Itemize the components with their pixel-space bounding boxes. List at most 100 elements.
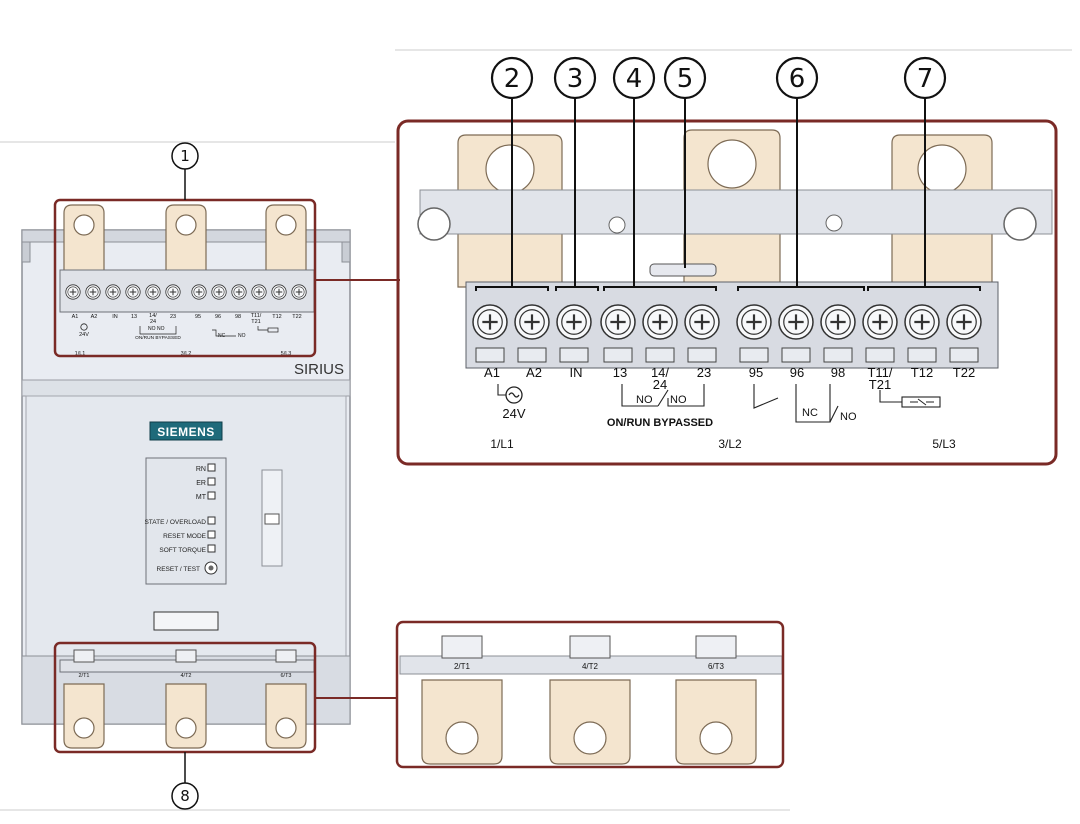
large-terminal-label-10: 98 — [831, 365, 845, 380]
small-phase-4t2: 4/T2 — [180, 673, 191, 679]
large-terminal-tab-9 — [823, 347, 853, 363]
large-terminal-5-slot — [652, 314, 668, 330]
callout-1-circle — [171, 142, 199, 170]
large-terminal-4-ring — [605, 309, 631, 335]
large-terminal-7-slot — [746, 314, 762, 330]
busbar-bottom-large-2-hole — [573, 721, 607, 755]
small-terminal-3-ring — [107, 286, 119, 298]
large-terminal-tab-8 — [781, 347, 811, 363]
small-terminal-label-5: 14/ — [149, 313, 157, 319]
small-bottom-clamp-1 — [73, 649, 95, 663]
callout-8-label: 8 — [180, 787, 190, 805]
led-rn-label: RN — [196, 466, 206, 473]
small-terminal-5-slot — [149, 288, 157, 296]
led-er-indicator — [207, 477, 216, 486]
callout-7-label: 7 — [917, 64, 934, 94]
busbar-top-large-1-hole — [485, 144, 535, 194]
small-bottom-clamp-3 — [275, 649, 297, 663]
busbar-bottom-small-3-hole — [275, 717, 297, 739]
large-terminal-screws — [472, 286, 982, 363]
large-phase-6t3: 6/T3 — [708, 662, 725, 671]
small-terminal-4-ring — [127, 286, 139, 298]
large-terminal-1-slot — [482, 314, 498, 330]
small-terminal-1-slot — [69, 288, 77, 296]
small-terminal-7-slot — [195, 288, 203, 296]
large-terminal-8-ring — [783, 309, 809, 335]
large-terminal-12-slot — [956, 314, 972, 330]
zoom-frame-top — [396, 119, 1058, 466]
large-terminal-6-slot — [694, 314, 710, 330]
large-terminal-label-7: 23 — [697, 365, 711, 380]
large-terminal-label-11: T11/ — [867, 365, 892, 380]
large-terminal-5-ring — [647, 309, 673, 335]
large-phase-5l3: 5/L3 — [932, 437, 956, 451]
large-terminal-label-8: 95 — [749, 365, 763, 380]
small-phase-6t3: 6/T3 — [280, 673, 291, 679]
large-terminal-6-ring — [689, 309, 715, 335]
soft-torque-button[interactable] — [207, 544, 216, 553]
small-terminal-3-slot — [109, 288, 117, 296]
large-phase-2t1: 2/T1 — [454, 662, 471, 671]
large-nc-label: NC — [802, 407, 818, 419]
busbar-bottom-small-1-hole — [73, 717, 95, 739]
zoom-frame-bottom — [395, 620, 785, 769]
large-phase-4t2: 4/T2 — [582, 662, 599, 671]
large-terminal-label-13: T12 — [911, 365, 933, 380]
large-terminal-tab-6 — [687, 347, 717, 363]
small-supply-label: 24V — [79, 332, 89, 338]
small-terminal-label-3: IN — [112, 314, 118, 320]
small-terminal-9-ring — [233, 286, 245, 298]
large-group-bracket-2 — [555, 286, 599, 291]
callout-6-circle — [775, 56, 819, 100]
small-phase-2t1: 2/T1 — [78, 673, 89, 679]
brand-plate: SIEMENS — [149, 421, 223, 441]
large-terminal-label-9: 96 — [790, 365, 804, 380]
busbar-bottom-large-1-hole — [445, 721, 479, 755]
large-terminal-label-3: IN — [570, 365, 583, 380]
small-terminal-6-ring — [167, 286, 179, 298]
small-terminal-7-ring — [193, 286, 205, 298]
status-panel: RN ER MT STATE / OVERLOAD RESET MODE SOF… — [144, 457, 227, 585]
led-mt-indicator — [207, 491, 216, 500]
callout-5-circle — [663, 56, 707, 100]
small-terminal-8-ring — [213, 286, 225, 298]
large-terminal-tab-7 — [739, 347, 769, 363]
large-terminal-label-1: A1 — [484, 365, 500, 380]
large-terminal-tab-4 — [603, 347, 633, 363]
state-overload-indicator — [207, 516, 216, 525]
product-label: SIRIUS — [294, 361, 344, 378]
small-terminal-screws — [65, 284, 307, 300]
small-terminal-label-6: 24 — [150, 319, 156, 325]
small-phase-5l3: 5/L3 — [281, 351, 292, 357]
small-caption: ON/RUN BYPASSED — [135, 335, 181, 341]
large-bottom-clamp-3 — [695, 635, 737, 659]
small-terminal-9-slot — [235, 288, 243, 296]
small-terminal-11-ring — [273, 286, 285, 298]
small-terminal-8-slot — [215, 288, 223, 296]
large-terminal-tab-11 — [907, 347, 937, 363]
callout-3-label: 3 — [567, 64, 584, 94]
reset-test-label: RESET / TEST — [157, 566, 200, 573]
large-terminal-9-ring — [825, 309, 851, 335]
small-supply-symbol — [80, 323, 88, 331]
callout-6-label: 6 — [789, 64, 806, 94]
callout-2-circle — [490, 56, 534, 100]
large-terminal-tab-3 — [559, 347, 589, 363]
large-bottom-clamp-2 — [569, 635, 611, 659]
large-terminal-3-slot — [566, 314, 582, 330]
small-terminal-1-ring — [67, 286, 79, 298]
large-terminal-8-slot — [788, 314, 804, 330]
small-terminal-5-ring — [147, 286, 159, 298]
large-no3-label: NO — [840, 411, 857, 423]
large-phase-1l1: 1/L1 — [490, 437, 514, 451]
callout-4-label: 4 — [626, 64, 643, 94]
busbar-bottom-small-1 — [63, 683, 105, 749]
reset-mode-button[interactable] — [207, 530, 216, 539]
small-terminal-label-11: T11/ — [251, 313, 262, 319]
large-terminal-7-ring — [741, 309, 767, 335]
large-terminal-label-5: 14/ — [651, 365, 669, 380]
small-terminal-12-ring — [293, 286, 305, 298]
setting-switch[interactable] — [261, 469, 283, 567]
large-terminal-label-12: T21 — [869, 377, 891, 392]
soft-torque-label: SOFT TORQUE — [159, 547, 206, 554]
